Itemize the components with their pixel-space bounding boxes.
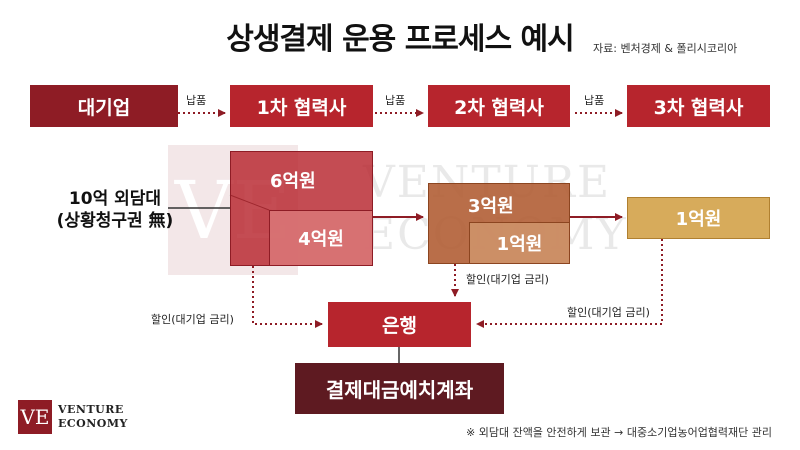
logo-text: VENTURE ECONOMY xyxy=(58,403,128,431)
tier1-remain-label: 4억원 xyxy=(298,229,344,250)
delivery-label-2: 납품 xyxy=(385,94,406,107)
page-title: 상생결제 운용 프로세스 예시 xyxy=(226,22,575,57)
bank-box: 은행 xyxy=(328,302,471,347)
tier1-total-label: 6억원 xyxy=(270,171,316,192)
dotted-4-to-bank xyxy=(252,266,323,328)
tier3-amount-box: 1억원 xyxy=(627,197,770,239)
logo-line1: VENTURE xyxy=(58,403,124,416)
tier-large-company: 대기업 xyxy=(30,85,178,127)
escrow-account-box: 결제대금예치계좌 xyxy=(295,363,504,414)
dotted-1right-to-bank xyxy=(476,239,663,328)
tier2-remain-box: 1억원 xyxy=(469,222,570,264)
venture-economy-logo: VE xyxy=(18,400,52,434)
initial-amount-line2: (상황청구권 無) xyxy=(56,211,174,231)
delivery-label-1: 납품 xyxy=(186,94,207,107)
tier-second-supplier: 2차 협력사 xyxy=(428,85,570,127)
discount-label-tier2: 할인(대기업 금리) xyxy=(466,273,549,286)
discount-label-tier1: 할인(대기업 금리) xyxy=(151,313,234,326)
discount-label-tier3: 할인(대기업 금리) xyxy=(567,306,650,319)
tier-third-supplier: 3차 협력사 xyxy=(627,85,770,127)
tier1-remain-box: 4억원 xyxy=(269,210,373,266)
logo-line2: ECONOMY xyxy=(58,417,128,430)
delivery-label-3: 납품 xyxy=(584,94,605,107)
initial-amount-line1: 10억 외담대 xyxy=(68,189,162,209)
tier-first-supplier: 1차 협력사 xyxy=(230,85,373,127)
initial-amount: 10억 외담대 (상황청구권 無) xyxy=(30,188,200,232)
tier2-remain-label: 1억원 xyxy=(496,234,543,255)
footnote: ※ 외담대 잔액을 안전하게 보관 → 대중소기업농어업협력재단 관리 xyxy=(466,426,773,439)
source-note: 자료: 벤처경제 & 폴리시코리아 xyxy=(593,42,738,55)
tier2-total-label: 3억원 xyxy=(468,196,514,217)
